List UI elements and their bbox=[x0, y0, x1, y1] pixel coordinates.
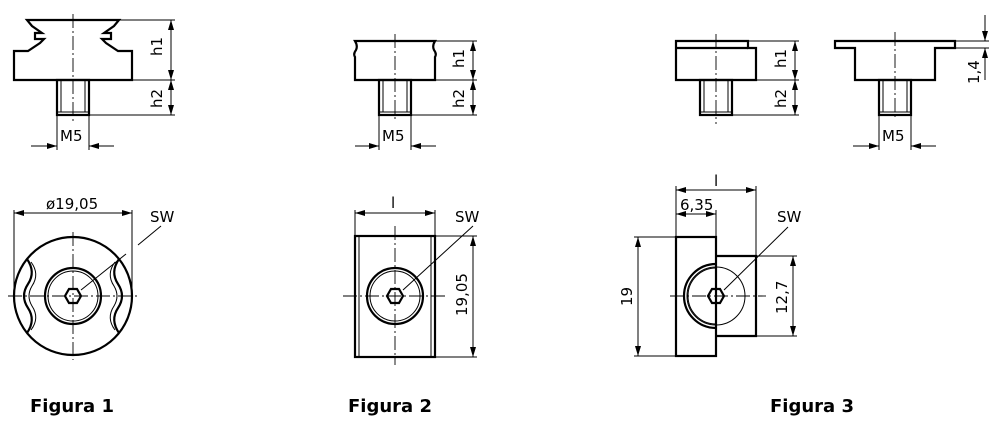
h1-label: h1 bbox=[450, 49, 468, 68]
figure-3-side-view: h1 h2 bbox=[674, 34, 799, 124]
h2-label: h2 bbox=[450, 89, 468, 108]
h1-label: h1 bbox=[148, 37, 166, 56]
offset-label: 6,35 bbox=[680, 196, 713, 214]
sw-label: SW bbox=[777, 208, 802, 226]
length-label: l bbox=[391, 194, 395, 212]
figure-1: h1 h2 M5 ø19,05 SW Figura 1 bbox=[8, 14, 175, 417]
thread-label: M5 bbox=[882, 127, 905, 145]
figure-2-side-view: h1 h2 M5 bbox=[353, 34, 477, 150]
figure-3: h1 h2 1,4 M5 bbox=[618, 15, 989, 417]
figure-3-front-view: 1,4 M5 bbox=[833, 15, 989, 150]
sw-label: SW bbox=[150, 208, 175, 226]
diameter-label: ø19,05 bbox=[46, 195, 98, 213]
h2-label: h2 bbox=[148, 89, 166, 108]
thread-label: M5 bbox=[382, 127, 405, 145]
figure-1-caption: Figura 1 bbox=[30, 396, 114, 417]
figure-2: h1 h2 M5 l 19,05 SW Figura 2 bbox=[343, 34, 480, 417]
sw-label: SW bbox=[455, 208, 480, 226]
figure-1-top-view: ø19,05 SW bbox=[8, 195, 175, 360]
h1-label: h1 bbox=[772, 49, 790, 68]
figure-3-caption: Figura 3 bbox=[770, 396, 854, 417]
length-label: l bbox=[714, 172, 718, 190]
figure-3-top-view: l 6,35 19 12,7 SW bbox=[618, 172, 802, 358]
figure-2-caption: Figura 2 bbox=[348, 396, 432, 417]
inner-height-label: 12,7 bbox=[773, 281, 791, 314]
h2-label: h2 bbox=[772, 89, 790, 108]
figure-1-side-view: h1 h2 M5 bbox=[12, 14, 175, 150]
width-label: 19,05 bbox=[453, 273, 471, 316]
thread-label: M5 bbox=[60, 127, 83, 145]
figure-2-top-view: l 19,05 SW bbox=[343, 194, 480, 365]
flange-thickness-label: 1,4 bbox=[965, 60, 983, 84]
height-label: 19 bbox=[618, 287, 636, 306]
